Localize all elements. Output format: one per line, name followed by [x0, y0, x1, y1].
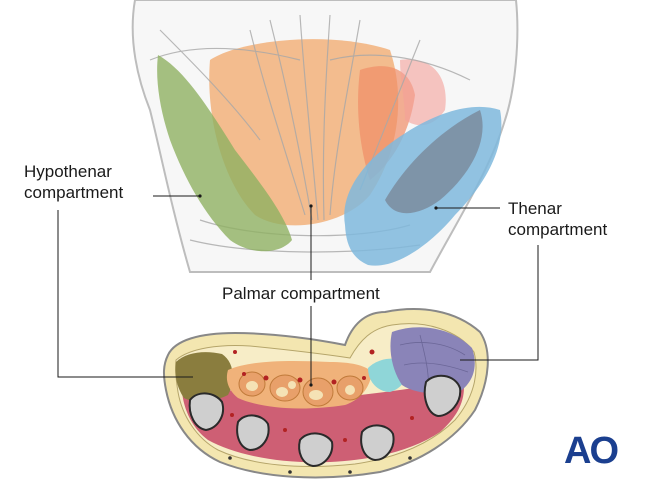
palmar-label: Palmar compartment: [222, 283, 380, 304]
hypothenar-label-line2: compartment: [24, 183, 124, 202]
hypothenar-compartment: [175, 352, 233, 402]
ao-logo-text: AO: [564, 430, 617, 468]
cross-section-illustration: [162, 308, 489, 479]
hypothenar-bottom-leader: [57, 210, 193, 378]
thenar-label-line2: compartment: [508, 220, 608, 239]
palmar-label-text: Palmar compartment: [222, 284, 380, 303]
hypothenar-label-line1: Hypothenar: [24, 162, 112, 181]
ao-logo: AO: [564, 430, 619, 468]
thenar-bottom-leader: [460, 245, 539, 361]
hypothenar-muscles-top: [157, 55, 292, 252]
hypothenar-label: Hypothenar compartment: [24, 161, 123, 203]
thenar-label-line1: Thenar: [508, 199, 562, 218]
leader-lines: [57, 195, 539, 385]
thenar-compartment: [390, 327, 475, 394]
palm-illustration: [131, 0, 519, 273]
thenar-label: Thenar compartment: [508, 198, 607, 240]
